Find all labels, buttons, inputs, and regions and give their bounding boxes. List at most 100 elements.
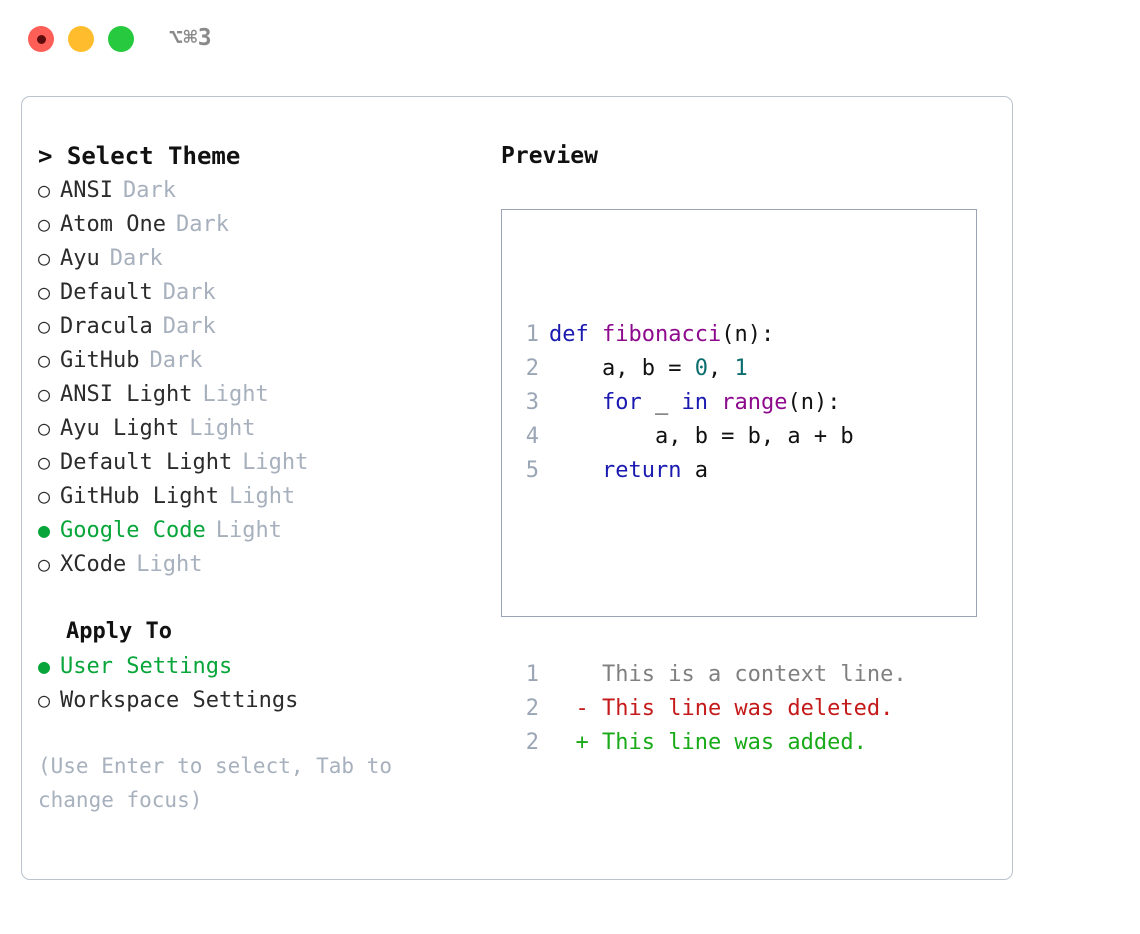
code-line: 3 for _ in range(n): [515,386,907,420]
apply-to-option-workspace-settings[interactable]: ○Workspace Settings [38,683,478,717]
window-title: ⌥⌘3 [169,25,213,51]
code-line: 1 def fibonacci(n): [515,318,907,352]
radio-unselected-icon: ○ [38,212,51,236]
radio-unselected-icon: ○ [38,246,51,270]
diff-sign: + [549,730,602,755]
theme-kind-badge: Dark [162,280,216,305]
code-token: def [549,322,589,347]
diff-text: This line was deleted. [601,696,894,721]
theme-option-atom-one[interactable]: ○ Atom One Dark [38,207,478,241]
radio-unselected-icon: ○ [38,348,51,372]
code-token [589,322,602,347]
code-token: range [721,390,788,415]
theme-option-label: Ayu Light [60,416,180,441]
diff-line: 2 - This line was deleted. [515,692,907,726]
theme-option-label: Atom One [60,212,166,237]
theme-kind-badge: Light [189,416,256,441]
code-token: _ [641,390,682,415]
theme-kind-badge: Light [215,518,282,543]
title-bar: ⌥⌘3 [0,0,1140,78]
radio-unselected-icon: ○ [38,280,51,304]
code-token: in [681,390,708,415]
radio-unselected-icon: ○ [38,314,51,338]
theme-kind-badge: Dark [109,246,163,271]
theme-option-ansi-light[interactable]: ○ ANSI Light Light [38,377,478,411]
theme-option-label: Dracula [60,314,153,339]
theme-option-github[interactable]: ○ GitHub Dark [38,343,478,377]
theme-option-label: ANSI Light [60,382,193,407]
radio-unselected-icon: ○ [38,416,51,440]
theme-option-label: XCode [60,552,127,577]
code-token: a [681,458,708,483]
code-line: 4 a, b = b, a + b [515,420,907,454]
code-diff-separator [515,556,907,590]
theme-option-default[interactable]: ○ Default Dark [38,275,478,309]
line-number: 4 [525,424,539,449]
radio-unselected-icon: ○ [38,382,51,406]
minimize-button-icon[interactable] [68,26,94,52]
theme-kind-badge: Dark [149,348,203,373]
theme-option-ayu[interactable]: ○ Ayu Dark [38,241,478,275]
code-token [708,390,721,415]
diff-sign: - [549,696,602,721]
radio-selected-icon: ● [38,518,51,542]
diff-line-number: 2 [525,696,539,721]
code-token: fibonacci [602,322,722,347]
code-token: 0 [694,356,708,381]
radio-unselected-icon: ○ [38,178,51,202]
apply-to-option-label: User Settings [60,654,233,679]
theme-option-label: GitHub Light [60,484,219,509]
diff-sign [549,662,602,687]
code-token: 1 [734,356,748,381]
diff-line-number: 2 [525,730,539,755]
code-token: return [601,458,682,483]
code-token: a, b = b, a + b [549,424,854,449]
close-button-icon[interactable] [28,26,54,52]
code-token: (n): [787,390,841,415]
diff-line-number: 1 [525,662,539,687]
select-theme-heading: > Select Theme [38,142,241,170]
line-number: 1 [525,322,539,347]
theme-kind-badge: Dark [175,212,229,237]
keyboard-hint: (Use Enter to select, Tab to change focu… [38,754,405,812]
code-line: 2 a, b = 0, 1 [515,352,907,386]
theme-option-label: Default [60,280,153,305]
preview-title: Preview [501,143,598,169]
theme-option-label: Ayu [60,246,100,271]
apply-to-option-label: Workspace Settings [60,688,299,713]
diff-line: 2 + This line was added. [515,726,907,760]
window-controls [28,26,134,52]
line-number: 2 [525,356,539,381]
code-token: (n): [721,322,775,347]
radio-unselected-icon: ○ [38,450,51,474]
theme-option-ayu-light[interactable]: ○ Ayu Light Light [38,411,478,445]
code-token: for [601,390,642,415]
diff-text: This is a context line. [601,662,907,687]
theme-option-label: GitHub [60,348,140,373]
code-token: a, b = [549,356,695,381]
zoom-button-icon[interactable] [108,26,134,52]
list-spacer [38,581,478,615]
diff-line-group: 1 This is a context line. 2 - This line w… [515,658,907,760]
line-number: 3 [525,390,539,415]
radio-unselected-icon: ○ [38,552,51,576]
apply-to-option-user-settings[interactable]: ●User Settings [38,649,478,683]
theme-kind-badge: Light [228,484,296,509]
code-token [549,458,602,483]
theme-kind-badge: Light [202,382,269,407]
code-line: 5 return a [515,454,907,488]
